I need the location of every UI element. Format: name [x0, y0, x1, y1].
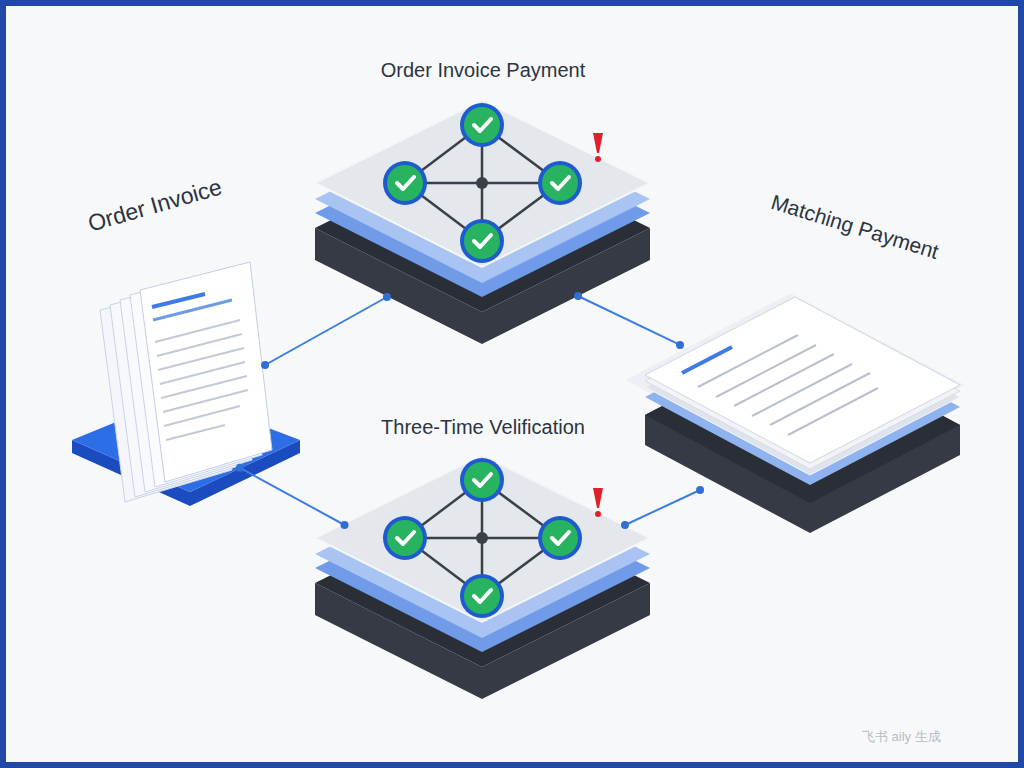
watermark: 飞书 aily 生成 [862, 728, 941, 746]
node-heading: Three-Time Velification [381, 415, 585, 439]
connector [265, 297, 387, 365]
node-heading: Order Invoice [85, 174, 225, 239]
connector [578, 296, 680, 345]
document-stack: Order Invoice [72, 230, 268, 500]
paper-stack: Matching Payment [620, 285, 965, 540]
platform-node: Order Invoice Payment [310, 95, 655, 345]
connector-dot [696, 486, 704, 494]
node-heading: Matching Payment [768, 190, 942, 265]
paper-stack-graphic [625, 293, 965, 533]
connector-dot [676, 341, 684, 349]
connector-dot [341, 521, 349, 529]
document-stack-graphic [72, 262, 300, 506]
platform-node: Three-Time Velification [310, 450, 655, 700]
node-heading: Order Invoice Payment [381, 58, 586, 82]
connector-dot [261, 361, 269, 369]
connector-dot [236, 464, 244, 472]
connector [625, 490, 700, 525]
connector-dot [574, 292, 582, 300]
connector [240, 468, 345, 525]
connector-dot [383, 293, 391, 301]
connector-dot [621, 521, 629, 529]
